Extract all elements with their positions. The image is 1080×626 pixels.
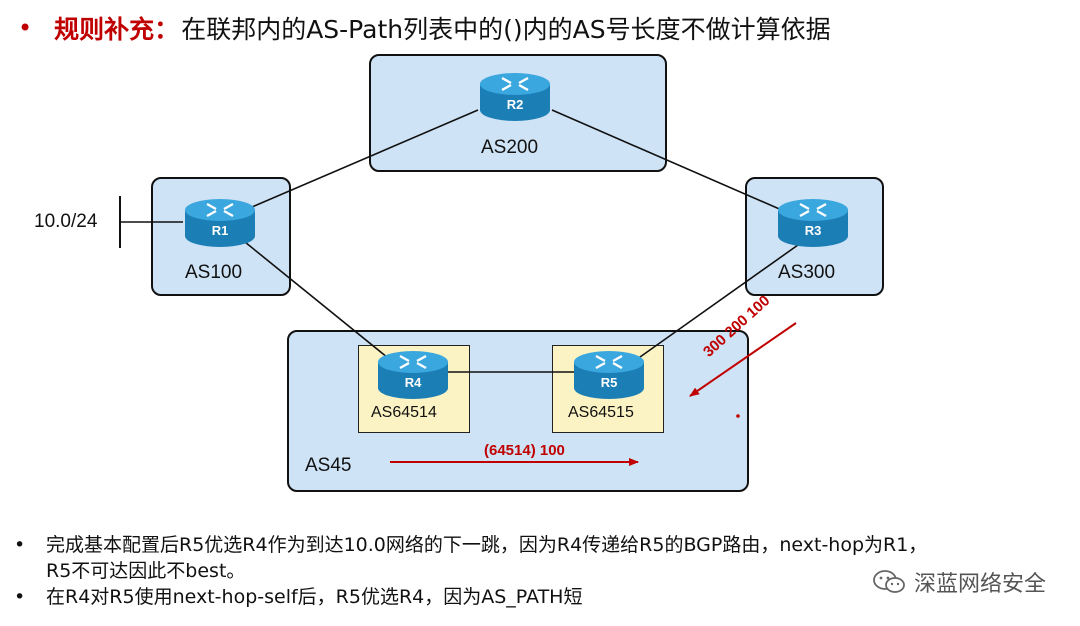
router-r5-label: R5 xyxy=(600,375,618,390)
link-r1-r4 xyxy=(239,237,394,363)
as100-label: AS100 xyxy=(185,262,243,283)
as64515-label: AS64515 xyxy=(568,404,634,421)
router-icon xyxy=(480,73,550,121)
router-r2-label: R2 xyxy=(506,97,524,112)
as300-label: AS300 xyxy=(778,262,836,283)
router-icon xyxy=(574,351,644,399)
router-r3: R3 xyxy=(776,196,850,250)
router-r1: R1 xyxy=(183,196,257,250)
title-text: 在联邦内的AS-Path列表中的()内的AS号长度不做计算依据 xyxy=(181,15,831,44)
as45-label: AS45 xyxy=(305,455,352,476)
path-arrow-diagonal xyxy=(689,322,797,397)
wechat-icon xyxy=(873,570,905,593)
note-text: 完成基本配置后R5优选R4作为到达10.0网络的下一跳，因为R4传递给R5的BG… xyxy=(46,534,928,582)
router-r3-label: R3 xyxy=(804,223,822,238)
as64514-label: AS64514 xyxy=(371,404,437,421)
red-dot xyxy=(736,414,740,418)
title-label: 规则补充 xyxy=(54,15,155,44)
note-text: 在R4对R5使用next-hop-self后，R5优选R4，因为AS_PATH短 xyxy=(46,586,583,608)
link-r3-r5 xyxy=(632,239,806,363)
notes-list: • 完成基本配置后R5优选R4作为到达10.0网络的下一跳，因为R4传递给R5的… xyxy=(14,532,1074,610)
router-r5: R5 xyxy=(572,348,646,402)
list-item: • 在R4对R5使用next-hop-self后，R5优选R4，因为AS_PAT… xyxy=(14,584,1074,610)
title-colon: ： xyxy=(154,15,180,44)
watermark: 深蓝网络安全 xyxy=(872,566,1046,598)
router-r1-label: R1 xyxy=(211,223,229,238)
network-label: 10.0/24 xyxy=(34,211,98,232)
list-item: • 完成基本配置后R5优选R4作为到达10.0网络的下一跳，因为R4传递给R5的… xyxy=(14,532,1074,584)
router-icon xyxy=(378,351,448,399)
slide-title: • 规则补充 ： 在联邦内的AS-Path列表中的()内的AS号长度不做计算依据 xyxy=(18,8,831,48)
note-bullet: • xyxy=(14,534,26,556)
router-r4: R4 xyxy=(376,348,450,402)
title-bullet: • xyxy=(18,14,33,42)
as200-label: AS200 xyxy=(481,137,539,158)
router-icon xyxy=(778,199,848,247)
router-icon xyxy=(185,199,255,247)
router-r2: R2 xyxy=(478,70,552,124)
note-bullet: • xyxy=(14,586,26,608)
as-path-label-horizontal: (64514) 100 xyxy=(484,442,565,459)
link-r1-r2 xyxy=(251,109,479,208)
link-r2-r3 xyxy=(551,109,785,212)
watermark-text: 深蓝网络安全 xyxy=(913,572,1046,597)
router-r4-label: R4 xyxy=(404,375,422,390)
